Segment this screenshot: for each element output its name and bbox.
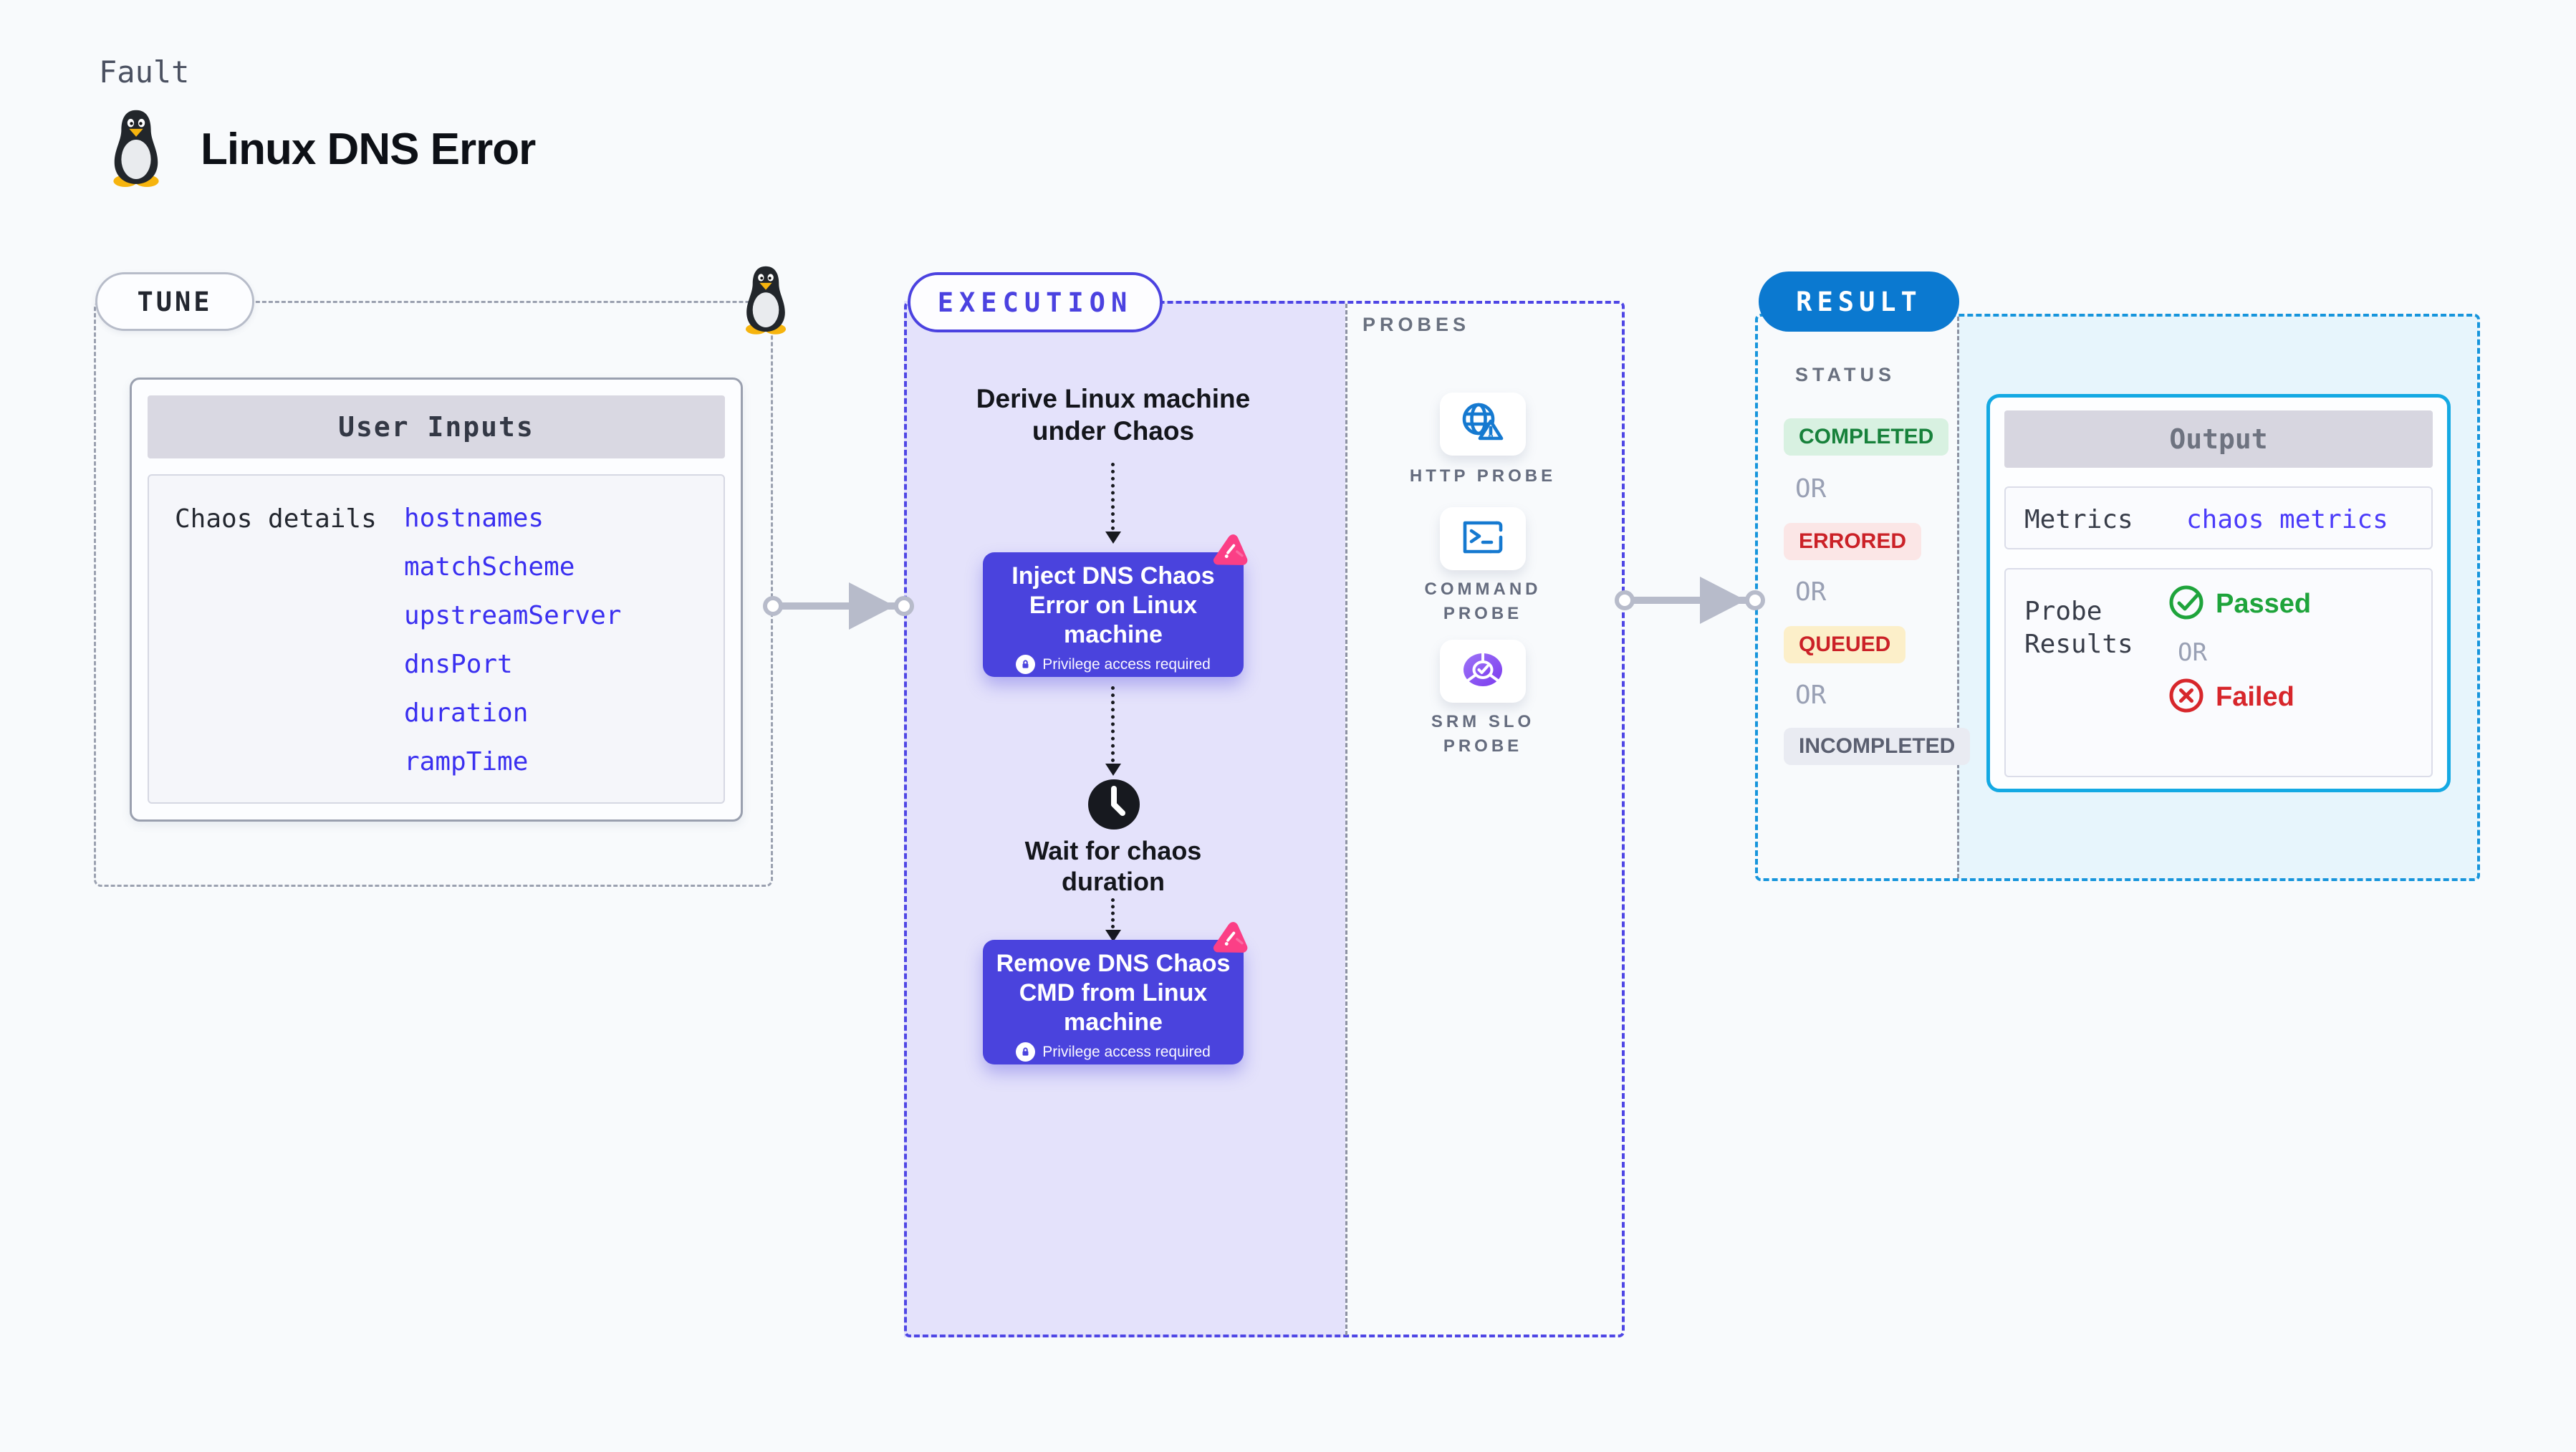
srm-slo-probe-label: SRM SLO PROBE bbox=[1431, 712, 1535, 756]
probe-results-label: Probe Results bbox=[2024, 597, 2133, 659]
user-inputs-header: User Inputs bbox=[148, 395, 725, 458]
tux-penguin-icon-small bbox=[738, 264, 794, 339]
http-probe-card[interactable] bbox=[1440, 393, 1526, 456]
connector-ring bbox=[763, 596, 783, 616]
result-section-pill: RESULT bbox=[1759, 271, 1959, 332]
lock-icon bbox=[1016, 1042, 1036, 1062]
chaos-details-label: Chaos details bbox=[175, 504, 377, 534]
probes-label: PROBES bbox=[1363, 314, 1471, 335]
or-separator: OR bbox=[1795, 577, 1827, 607]
passed-text: Passed bbox=[2216, 589, 2312, 619]
input-link-dnsport[interactable]: dnsPort bbox=[404, 650, 513, 679]
probe-passed-line: Passed bbox=[2168, 584, 2311, 625]
inject-dns-chaos-button[interactable]: Inject DNS Chaos Error on Linux machine … bbox=[983, 552, 1244, 677]
command-probe-label: COMMAND PROBE bbox=[1424, 580, 1542, 623]
failed-text: Failed bbox=[2216, 682, 2294, 712]
status-label: STATUS bbox=[1795, 364, 1895, 385]
or-separator: OR bbox=[1795, 681, 1827, 710]
privilege-note: Privilege access required bbox=[1042, 655, 1211, 673]
status-badge-queued: QUEUED bbox=[1784, 626, 1906, 663]
privilege-note: Privilege access required bbox=[1042, 1043, 1211, 1060]
clock-icon bbox=[1087, 778, 1141, 835]
status-badge-incompleted: INCOMPLETED bbox=[1784, 728, 1971, 765]
terminal-icon bbox=[1459, 519, 1506, 559]
execution-probes-divider bbox=[1345, 304, 1347, 1335]
lock-icon bbox=[1016, 655, 1036, 674]
srm-slo-probe-card[interactable] bbox=[1440, 640, 1526, 703]
tux-penguin-icon bbox=[105, 107, 168, 191]
slo-donut-icon bbox=[1459, 650, 1506, 693]
tune-section-pill: TUNE bbox=[95, 272, 254, 331]
globe-alert-icon bbox=[1458, 400, 1507, 448]
chaos-metrics-link[interactable]: chaos metrics bbox=[2186, 505, 2388, 534]
input-link-ramptime[interactable]: rampTime bbox=[404, 747, 529, 777]
page-title-row: Linux DNS Error bbox=[105, 107, 536, 191]
wait-step-text: Wait for chaos duration bbox=[1024, 836, 1202, 896]
input-link-upstreamserver[interactable]: upstreamServer bbox=[404, 601, 622, 630]
flow-connector bbox=[1111, 463, 1115, 530]
arrow-tune-to-execution bbox=[773, 602, 904, 610]
x-circle-icon bbox=[2168, 677, 2205, 718]
arrowhead-execution-to-result bbox=[1700, 577, 1746, 624]
flow-connector-arrowhead bbox=[1105, 532, 1121, 544]
tune-section-frame bbox=[94, 301, 773, 887]
remove-dns-chaos-button[interactable]: Remove DNS Chaos CMD from Linux machine … bbox=[983, 940, 1244, 1064]
input-link-matchscheme[interactable]: matchScheme bbox=[404, 552, 575, 582]
chaos-input-list: hostnames matchScheme upstreamServer dns… bbox=[404, 494, 621, 787]
connector-ring bbox=[1615, 590, 1635, 610]
execution-section-pill: EXECUTION bbox=[908, 272, 1163, 332]
arrowhead-tune-to-execution bbox=[849, 582, 895, 630]
metrics-row: Metrics chaos metrics bbox=[2004, 486, 2433, 549]
page-title: Linux DNS Error bbox=[201, 124, 536, 174]
arrow-execution-to-result bbox=[1625, 597, 1755, 604]
result-status-divider bbox=[1957, 317, 1959, 878]
or-separator: OR bbox=[2178, 638, 2207, 667]
connector-ring bbox=[894, 596, 914, 616]
or-separator: OR bbox=[1795, 474, 1827, 504]
flow-connector-arrowhead bbox=[1105, 764, 1121, 776]
chaos-litmus-icon bbox=[1210, 917, 1254, 961]
check-circle-icon bbox=[2168, 584, 2205, 625]
chaos-litmus-icon bbox=[1210, 529, 1254, 573]
user-inputs-body: Chaos details hostnames matchScheme upst… bbox=[148, 474, 725, 804]
output-header: Output bbox=[2004, 410, 2433, 468]
probe-results-row: Probe Results Passed OR Failed bbox=[2004, 568, 2433, 777]
derive-step-text: Derive Linux machine under Chaos bbox=[976, 384, 1251, 446]
status-badge-completed: COMPLETED bbox=[1784, 418, 1949, 456]
command-probe-card[interactable] bbox=[1440, 507, 1526, 570]
flow-connector bbox=[1111, 898, 1115, 928]
connector-ring bbox=[1745, 590, 1765, 610]
status-badge-errored: ERRORED bbox=[1784, 523, 1922, 560]
input-link-hostnames[interactable]: hostnames bbox=[404, 504, 544, 533]
user-inputs-card: User Inputs Chaos details hostnames matc… bbox=[130, 378, 743, 822]
metrics-label: Metrics bbox=[2024, 505, 2133, 534]
http-probe-label: HTTP PROBE bbox=[1409, 466, 1557, 486]
execution-section-frame bbox=[904, 301, 1625, 1337]
flow-connector-arrowhead bbox=[1105, 930, 1121, 942]
flow-connector bbox=[1111, 686, 1115, 762]
input-link-duration[interactable]: duration bbox=[404, 698, 529, 728]
output-card: Output Metrics chaos metrics Probe Resul… bbox=[1986, 394, 2451, 792]
probe-failed-line: Failed bbox=[2168, 677, 2294, 718]
fault-eyebrow: Fault bbox=[99, 54, 190, 90]
